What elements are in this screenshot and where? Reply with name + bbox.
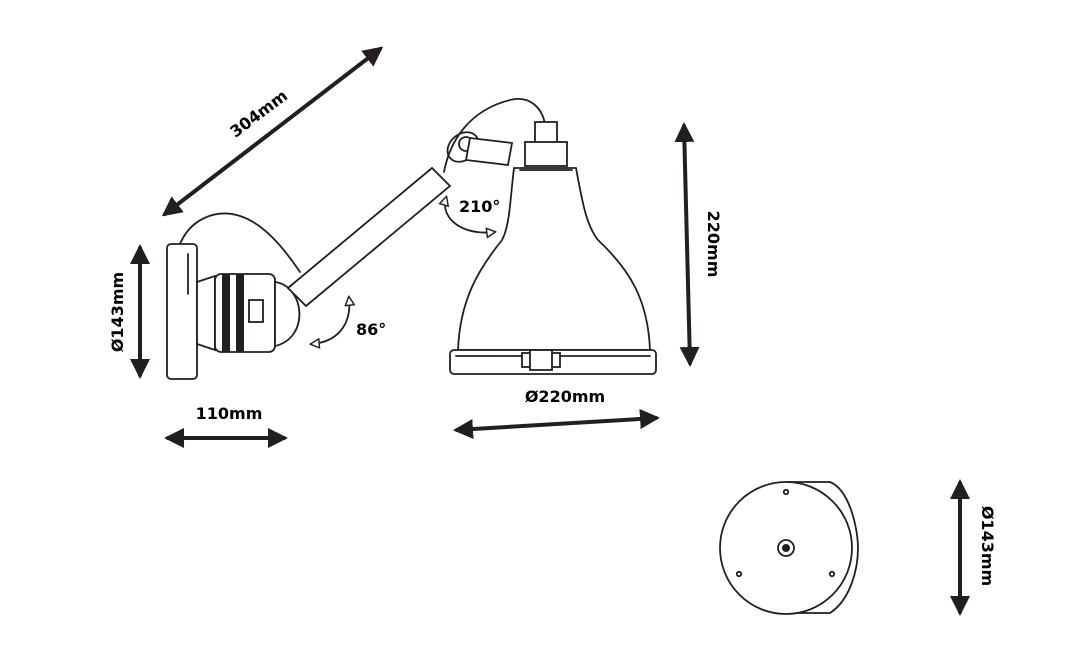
base-front-view <box>719 481 859 615</box>
shade-height-label: 220mm <box>704 211 723 278</box>
shade-diameter-label: Ø220mm <box>525 387 605 406</box>
arm-length-label: 304mm <box>226 86 291 141</box>
shade-height-arrow <box>674 122 700 367</box>
bulb-socket <box>524 141 568 167</box>
shade-bracket <box>464 137 514 166</box>
base-screw-top <box>782 488 790 496</box>
base-screw-right <box>828 570 836 578</box>
arm-length-arrow <box>161 46 384 217</box>
swivel-joint <box>196 274 216 352</box>
lamp-arm <box>286 166 452 308</box>
shade-diameter-arrow <box>453 408 660 440</box>
arm-rotation-arrow <box>312 298 349 344</box>
base-depth-label: 110mm <box>196 404 263 423</box>
base-diameter-front-label: Ø143mm <box>978 506 997 586</box>
shade-cable <box>443 98 546 173</box>
base-screw-left <box>735 570 743 578</box>
shade-rotation-label: 210° <box>459 197 500 216</box>
lamp-shade <box>457 167 651 351</box>
lamp-side-view <box>166 98 657 380</box>
joint-switch <box>248 299 264 323</box>
base-outline-right <box>785 481 859 614</box>
base-center-dot <box>782 544 790 552</box>
wall-plate <box>166 243 198 380</box>
arm-rotation-label: 86° <box>356 320 386 339</box>
base-diameter-side-label: Ø143mm <box>108 272 127 352</box>
bulb-socket-top <box>534 121 558 145</box>
joint-cap <box>274 280 301 348</box>
joint-band-left <box>222 274 230 352</box>
joint-band-right <box>236 274 244 352</box>
power-cable <box>179 212 301 273</box>
shade-rotation-arrow <box>445 198 494 233</box>
rim-clip-tab <box>529 349 553 371</box>
